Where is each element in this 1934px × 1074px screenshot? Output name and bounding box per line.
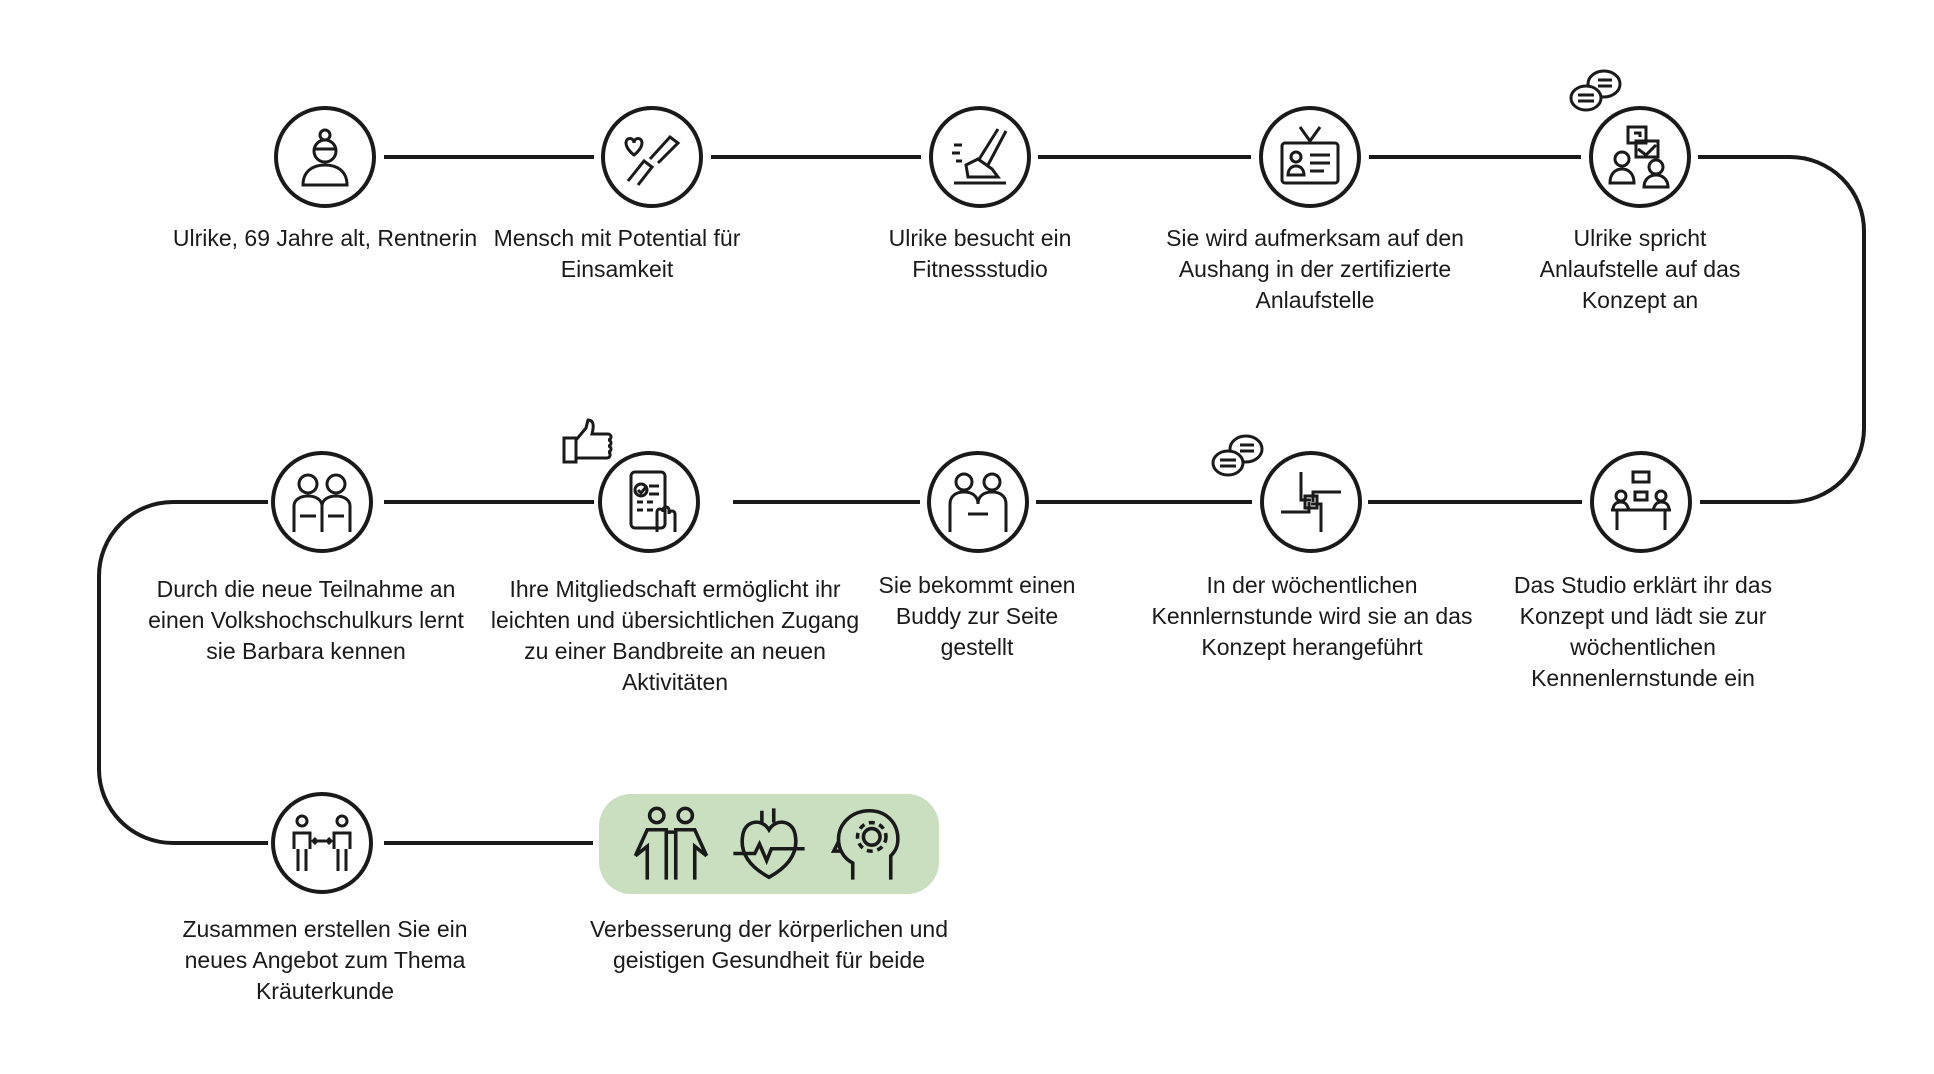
step-5-label: Ulrike spricht Anlaufstelle auf das Konz… bbox=[1539, 225, 1741, 313]
step-10-node bbox=[271, 451, 373, 553]
step-8-label: Sie bekommt einen Buddy zur Seite gestel… bbox=[878, 572, 1076, 660]
chat-bubbles-icon bbox=[1569, 69, 1622, 112]
heart-pulse-icon bbox=[733, 808, 805, 880]
step-6-label: Das Studio erklärt ihr das Konzept und l… bbox=[1513, 572, 1773, 691]
step-4-node bbox=[1259, 106, 1361, 208]
conversation-icon bbox=[1608, 125, 1670, 189]
step-10-label: Durch die neue Teilnahme an einen Volksh… bbox=[148, 576, 464, 664]
step-11-label: Zusammen erstellen Sie ein neues Angebot… bbox=[182, 916, 468, 1004]
step-3-label: Ulrike besucht ein Fitnessstudio bbox=[888, 225, 1072, 282]
goal-box bbox=[599, 794, 939, 894]
two-women-icon bbox=[292, 473, 352, 532]
id-badge-icon bbox=[1280, 126, 1340, 185]
thumbs-up-icon bbox=[562, 418, 613, 464]
step-2-label: Mensch mit Potential für Einsamkeit bbox=[493, 225, 741, 282]
mind-gear-icon bbox=[830, 808, 900, 880]
handshake-people-icon bbox=[948, 472, 1008, 532]
step-7-node bbox=[1260, 451, 1362, 553]
step-6-node bbox=[1590, 451, 1692, 553]
step-1-label: Ulrike, 69 Jahre alt, Rentnerin bbox=[172, 225, 478, 251]
step-1-node bbox=[274, 106, 376, 208]
chat-bubbles-icon bbox=[1211, 434, 1264, 477]
step-5-node bbox=[1589, 106, 1691, 208]
meeting-table-icon bbox=[1611, 470, 1671, 530]
running-shoe-icon bbox=[952, 128, 1008, 185]
elderly-woman-icon bbox=[301, 128, 349, 187]
broken-heart-hands-icon bbox=[624, 134, 681, 186]
goal-label: Verbesserung der körperlichen und geisti… bbox=[589, 916, 948, 973]
step-4-label: Sie wird aufmerksam auf den Aushang in d… bbox=[1166, 225, 1464, 313]
step-9-label: Ihre Mitgliedschaft ermöglicht ihr leich… bbox=[490, 576, 860, 695]
friends-icon bbox=[633, 806, 709, 880]
step-7-label: In der wöchentlichen Kennlernstunde wird… bbox=[1151, 572, 1473, 660]
step-2-node bbox=[601, 106, 703, 208]
step-11-node bbox=[271, 792, 373, 894]
step-8-node bbox=[927, 451, 1029, 553]
mobile-app-icon bbox=[629, 470, 677, 532]
teamwork-hands-icon bbox=[1281, 472, 1341, 532]
two-people-exchange-icon bbox=[292, 814, 352, 871]
step-3-node bbox=[929, 106, 1031, 208]
step-9-node bbox=[598, 451, 700, 553]
